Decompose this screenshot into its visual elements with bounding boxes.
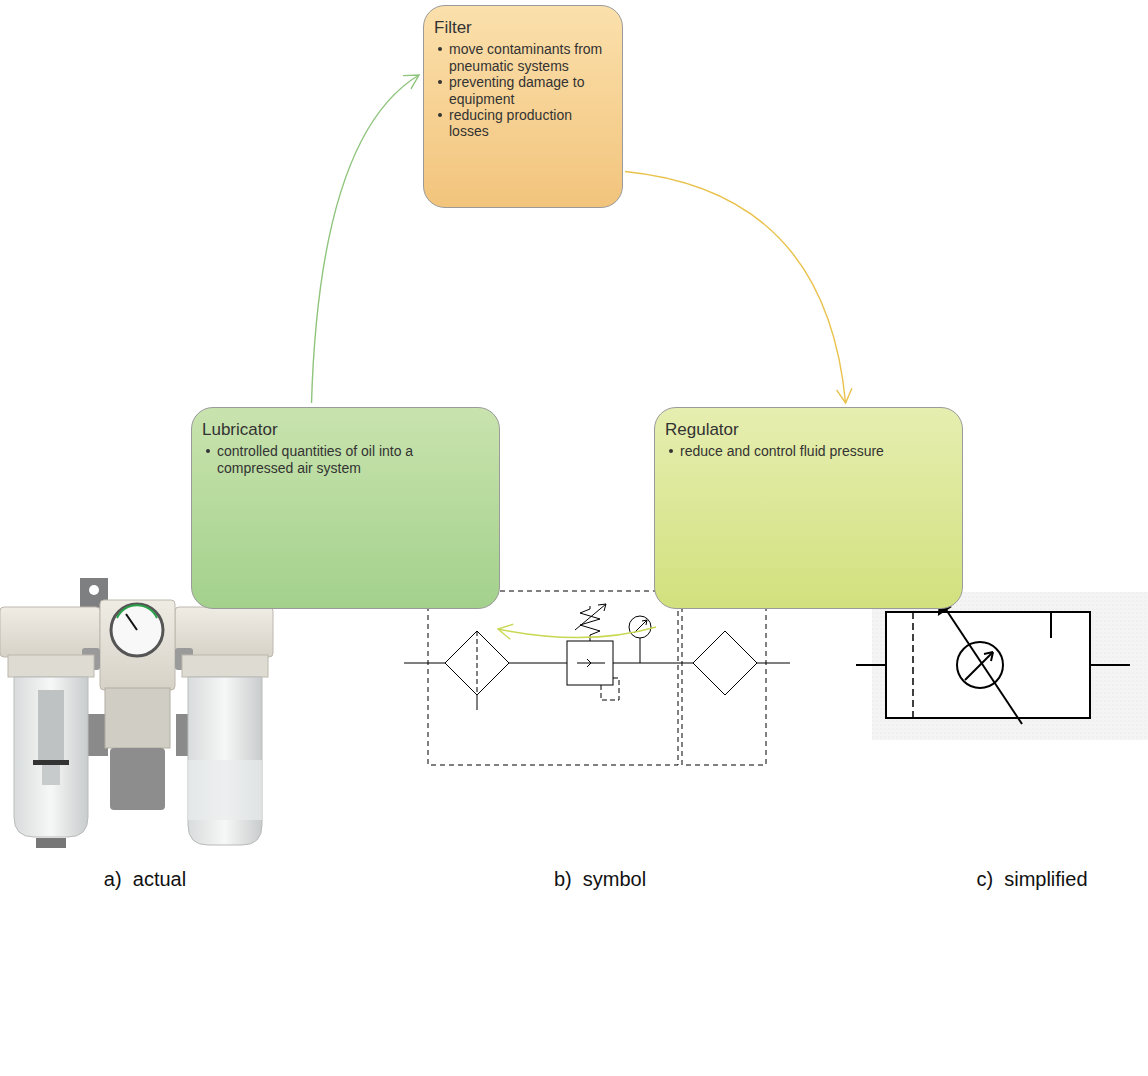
cycle-arrow <box>625 171 852 403</box>
cycle-arrow <box>498 624 656 639</box>
box-heading: Regulator <box>665 420 952 440</box>
connector-line <box>312 75 419 403</box>
figure-caption: b) symbol <box>554 868 646 891</box>
bullet-dot <box>438 47 442 51</box>
bullet-dot <box>438 113 442 117</box>
bullet-dot <box>438 80 442 84</box>
arrow-head <box>498 624 513 639</box>
arrow-head <box>837 388 852 403</box>
lubricator-box: Lubricator controlled quantities of oil i… <box>191 407 500 609</box>
filter-box: Filter move contaminants from pneumatic s… <box>423 5 623 208</box>
regulator-box: Regulator reduce and control fluid pressu… <box>654 407 963 609</box>
bullet-text: preventing damage to equipment <box>436 74 612 107</box>
frl-symbol <box>404 591 790 765</box>
bullet-dot <box>206 449 210 453</box>
box-heading: Lubricator <box>202 420 489 440</box>
box-heading: Filter <box>434 18 612 38</box>
figure-caption: a) actual <box>104 868 186 891</box>
connector-line <box>625 171 846 403</box>
bullet-text: reduce and control fluid pressure <box>667 443 952 459</box>
frl-unit-photo <box>0 578 273 848</box>
frl-simplified-symbol <box>856 592 1148 740</box>
bullet-text: reducing production losses <box>436 107 612 140</box>
bullet-dot <box>669 449 673 453</box>
figure-caption: c) simplified <box>976 868 1087 891</box>
arrow-head <box>403 75 419 89</box>
connector-line <box>498 627 656 638</box>
bullet-text: controlled quantities of oil into a comp… <box>204 443 489 476</box>
cycle-arrow <box>312 75 419 403</box>
bullet-text: move contaminants from pneumatic systems <box>436 41 612 74</box>
